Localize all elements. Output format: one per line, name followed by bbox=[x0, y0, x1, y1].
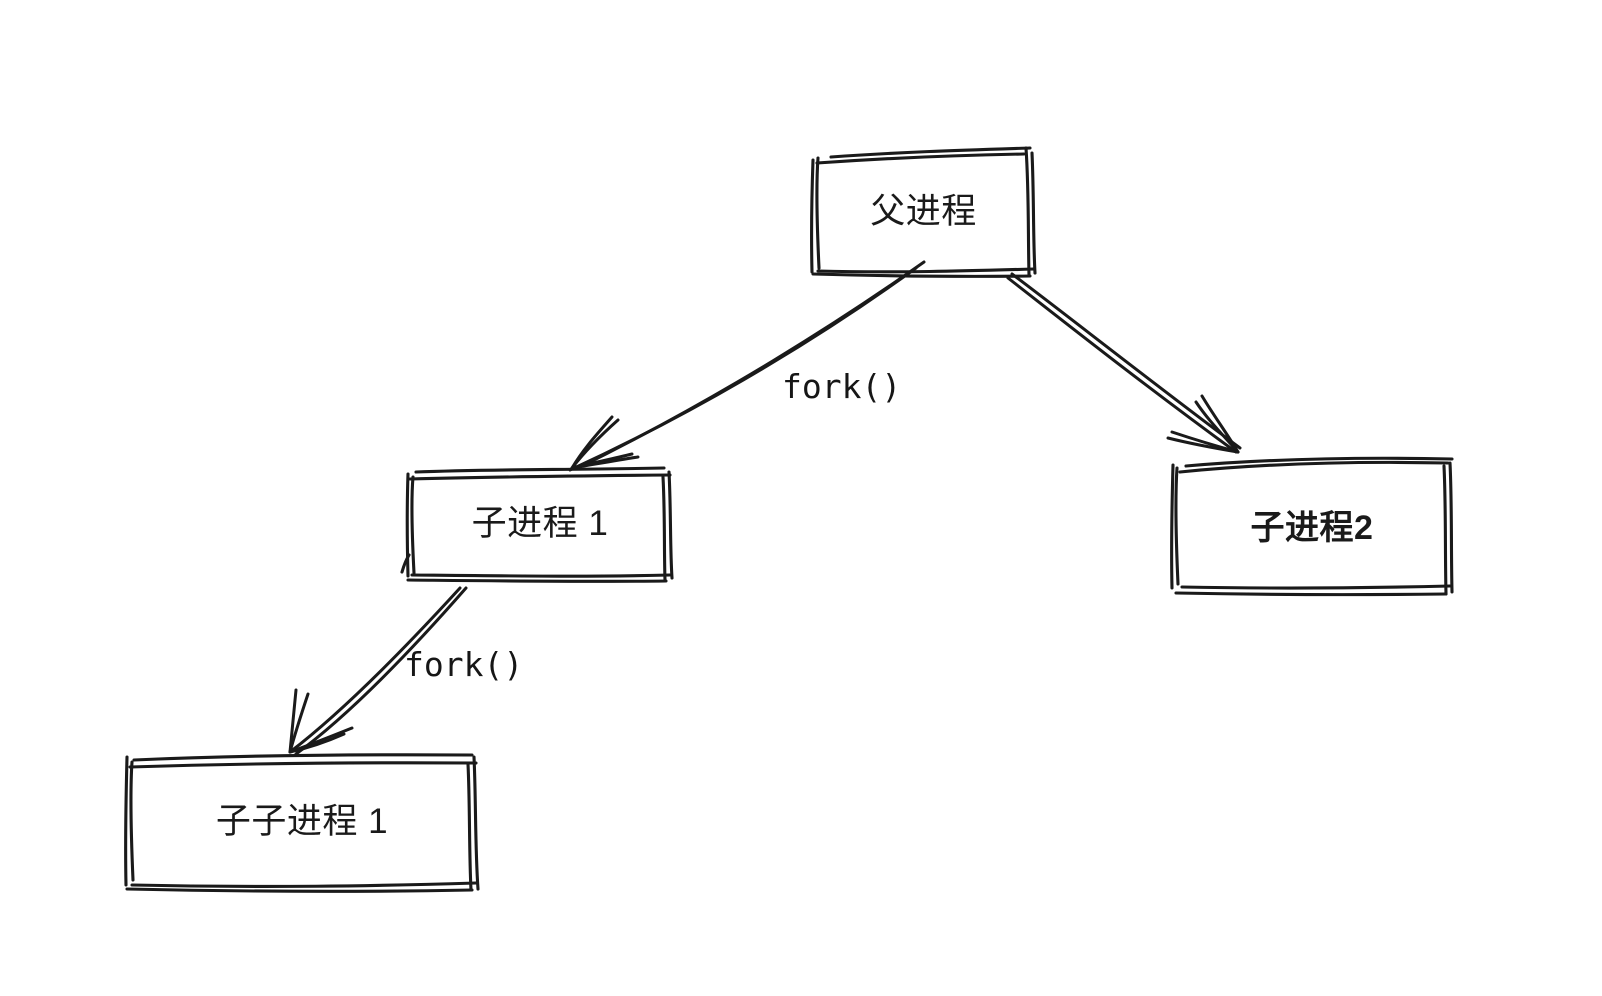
edge-parent-to-child1-shape[interactable] bbox=[568, 260, 926, 472]
node-parent-process-shape[interactable] bbox=[810, 146, 1037, 278]
node-child-process-1-shape[interactable] bbox=[400, 466, 674, 583]
node-grandchild-process-1-shape[interactable] bbox=[124, 753, 480, 893]
node-child-process-2-shape[interactable] bbox=[1170, 456, 1454, 597]
edge-parent-to-child2-shape[interactable] bbox=[1006, 272, 1242, 454]
edge-child1-to-grandchild1-shape[interactable] bbox=[288, 586, 468, 756]
